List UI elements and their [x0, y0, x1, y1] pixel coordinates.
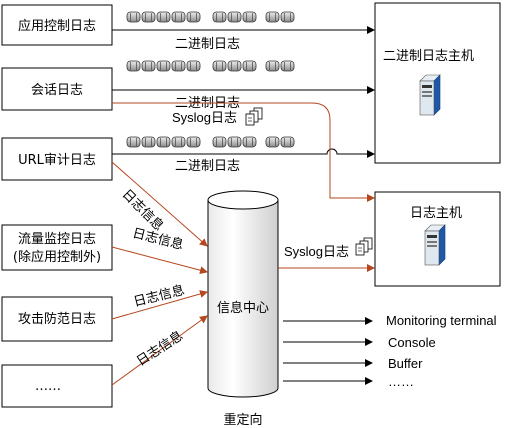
source-label-attack-defense: 攻击防范日志	[18, 311, 96, 327]
source-label-session: 会话日志	[31, 83, 83, 98]
source-sublabel-traffic-monitor: (除应用控制外)	[13, 249, 101, 265]
output-label-console: Console	[388, 335, 436, 350]
binary-log-host-label: 二进制日志主机	[383, 49, 474, 64]
source-box-app-control	[1, 4, 113, 46]
info-arrow-attack-defense	[111, 290, 208, 320]
document-stack-icon	[355, 237, 373, 256]
info-center-label: 信息中心	[217, 300, 269, 316]
redirect-label: 重定向	[223, 412, 262, 428]
output-label-more: ……	[388, 374, 414, 389]
output-label-buffer: Buffer	[388, 356, 423, 371]
tape-icon	[126, 136, 295, 148]
binary-link-label: 二进制日志	[175, 37, 240, 52]
document-stack-icon	[245, 107, 263, 126]
syslog-label: Syslog日志	[284, 244, 349, 259]
source-box-more	[1, 364, 113, 408]
source-label-url-audit: URL审计日志	[18, 153, 96, 168]
server-icon	[419, 74, 441, 116]
info-arrow-url-audit	[111, 161, 208, 247]
info-link-label: 日志信息	[134, 328, 186, 370]
source-label-traffic-monitor: 流量监控日志	[18, 232, 96, 247]
tape-icon	[126, 11, 295, 23]
output-label-monitoring: Monitoring terminal	[386, 313, 497, 328]
source-box-attack-defense	[1, 296, 113, 342]
binary-arrow-url-audit	[112, 148, 375, 158]
info-arrow-more	[111, 315, 208, 386]
info-center-cylinder	[207, 190, 279, 398]
tape-icon	[126, 60, 295, 72]
info-link-label: 日志信息	[119, 186, 167, 234]
source-label-app-control: 应用控制日志	[18, 18, 96, 34]
info-arrow-traffic-monitor	[111, 246, 208, 275]
syslog-label: Syslog日志	[172, 110, 237, 125]
syslog-arrow-session	[112, 102, 375, 202]
server-icon	[424, 224, 446, 266]
source-box-traffic-monitor	[1, 224, 113, 271]
source-label-more: ……	[35, 379, 61, 394]
source-box-url-audit	[1, 137, 113, 181]
binary-link-label: 二进制日志	[175, 159, 240, 174]
source-box-session	[1, 67, 113, 111]
log-host-label: 日志主机	[410, 206, 462, 221]
